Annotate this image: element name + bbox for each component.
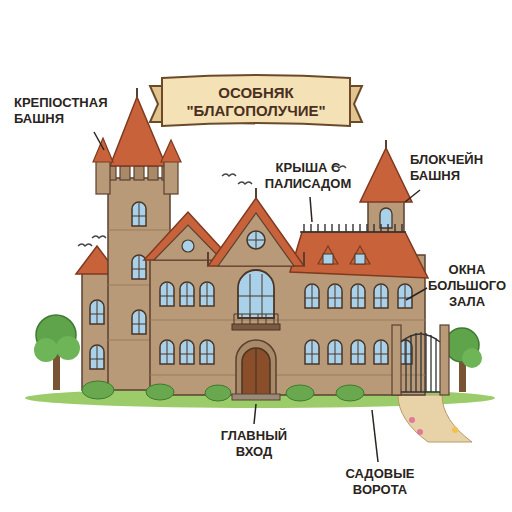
roof xyxy=(290,224,428,278)
callout-label: КРЕПІОСТНАЯ БАШНЯ xyxy=(14,95,126,127)
windows xyxy=(160,270,412,364)
title: ОСОБНЯК "БЛАГОПОЛУЧИЕ" xyxy=(166,84,346,120)
callout-label: КРЫША С ПАЛИСАДОМ xyxy=(253,160,363,192)
gable xyxy=(208,188,304,266)
title-banner xyxy=(150,75,362,126)
callout-label: САДОВЫЕ ВОРОТА xyxy=(330,466,430,498)
tree xyxy=(445,328,482,392)
garden-gate xyxy=(392,325,458,435)
leader-lines xyxy=(94,132,427,462)
callout-label: ГЛАВНЫЙ ВХОД xyxy=(204,428,304,460)
tree xyxy=(34,315,80,390)
callout-label: БЛОКЧЕЙН БАШНЯ xyxy=(410,152,505,184)
garden-path xyxy=(398,395,472,442)
main-entrance xyxy=(232,314,280,400)
bushes xyxy=(82,381,364,401)
callout-label: ОКНА БОЛЬШОГО ЗАЛА xyxy=(428,262,506,310)
